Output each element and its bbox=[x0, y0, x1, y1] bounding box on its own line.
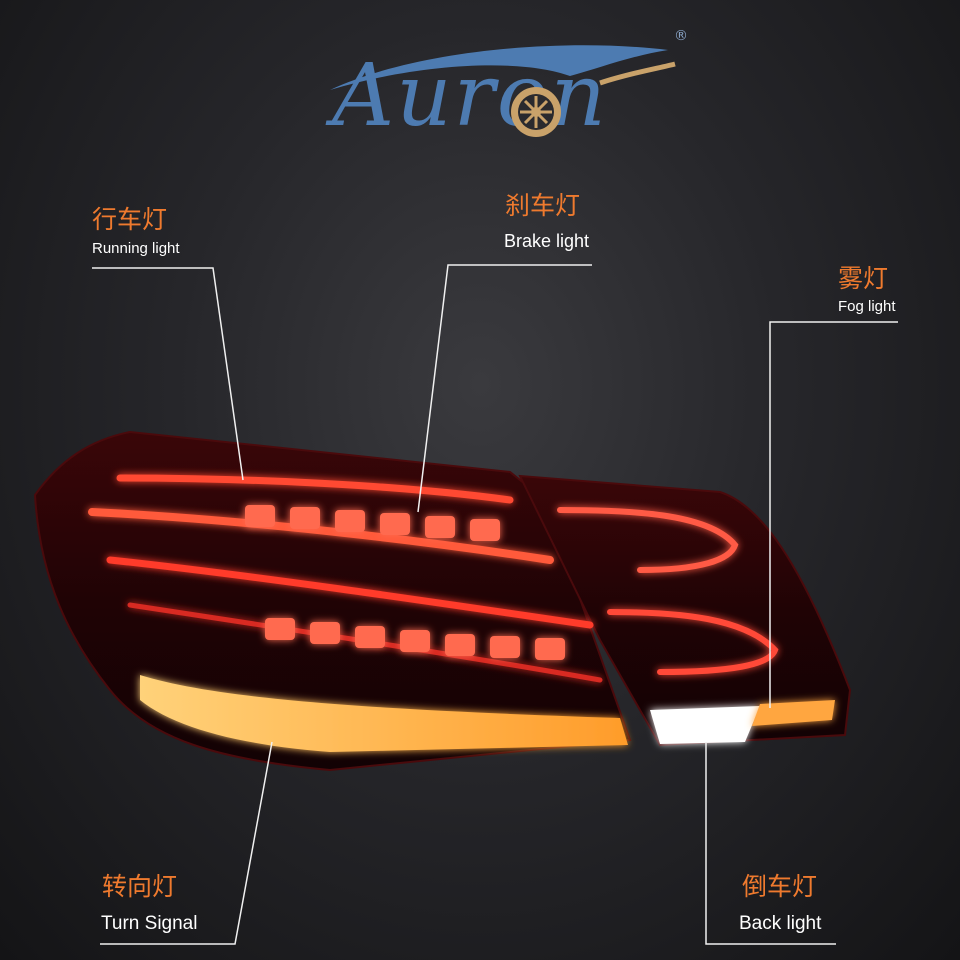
back-light-label-cn: 倒车灯 bbox=[742, 872, 818, 901]
fog-light-label-cn: 雾灯 bbox=[838, 264, 889, 293]
brand-name: Auron bbox=[332, 46, 608, 146]
brand-logo: Auron ® bbox=[270, 28, 690, 148]
wheel-icon bbox=[511, 87, 561, 137]
brake-light-label-cn: 刹车灯 bbox=[505, 191, 581, 220]
brake-light-label-en: Brake light bbox=[504, 231, 590, 251]
running-light-label-en: Running light bbox=[92, 240, 180, 257]
turn-signal-label-cn: 转向灯 bbox=[102, 872, 178, 901]
turn-signal-label-en: Turn Signal bbox=[101, 913, 198, 934]
car-silhouette-icon bbox=[330, 45, 676, 90]
running-light-label-cn: 行车灯 bbox=[92, 205, 168, 234]
registered-mark: ® bbox=[674, 28, 688, 44]
back-light-label-en: Back light bbox=[739, 913, 822, 934]
fog-light-label-en: Fog light bbox=[838, 298, 896, 315]
